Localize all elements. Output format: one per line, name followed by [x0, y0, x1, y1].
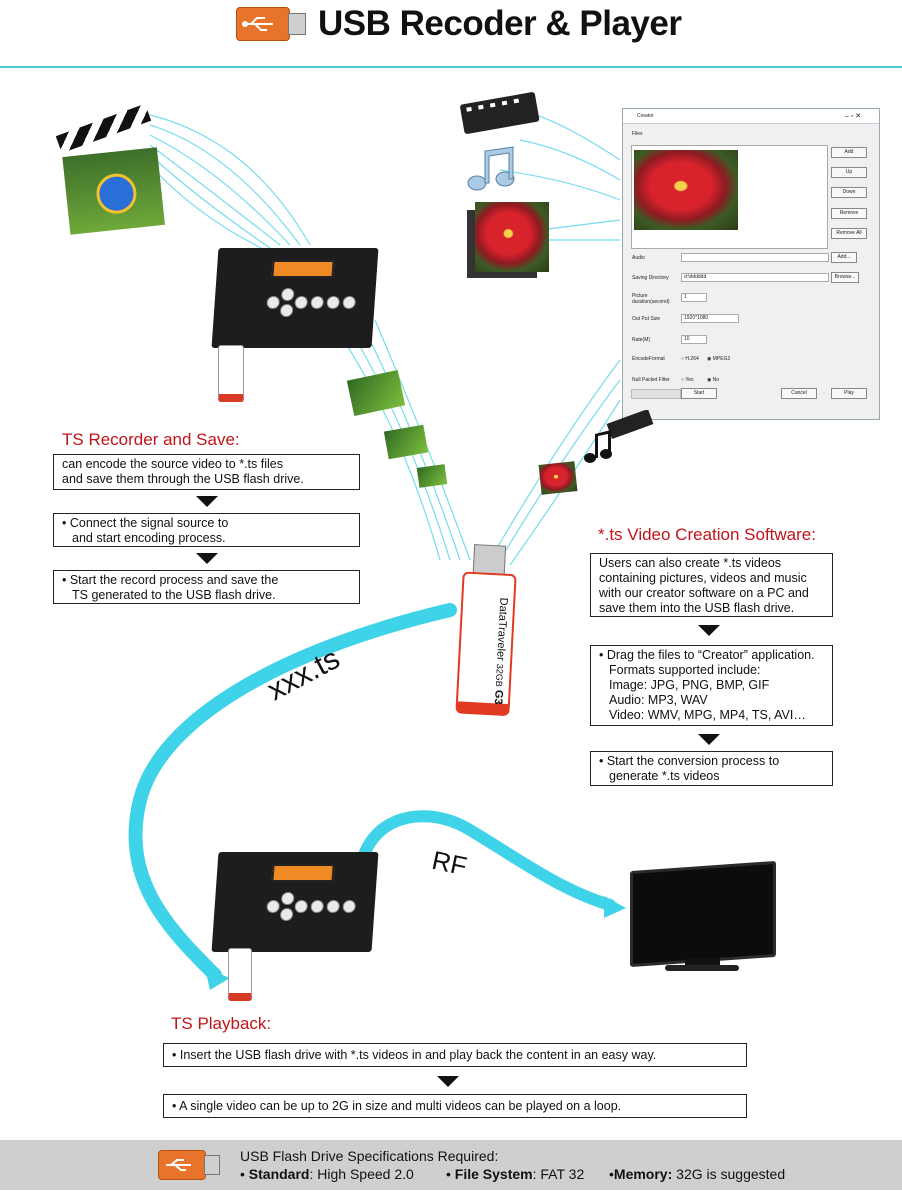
null-packet-label: Null Packet Filter	[632, 377, 670, 383]
encode-format-label: EncodeFormat	[632, 356, 665, 362]
remove-button[interactable]: Remove	[831, 208, 867, 219]
music-note-icon	[467, 146, 515, 191]
clapperboard-image	[55, 103, 165, 235]
film-strip-icon	[460, 92, 540, 134]
picture-duration-label: Picture duration(second)	[632, 293, 670, 305]
arrow-down-icon	[437, 1076, 459, 1087]
arrow-down-icon	[196, 496, 218, 507]
picture-duration-field[interactable]: 1	[681, 293, 707, 302]
header-usb-icon	[236, 7, 290, 41]
music-film-icon-small	[584, 410, 654, 463]
files-list[interactable]	[631, 145, 828, 249]
rate-label: Rate(M)	[632, 337, 651, 343]
creator-title: Creator	[637, 113, 654, 119]
output-size-label: Out Put Size	[632, 316, 661, 322]
browse-button[interactable]: Browse...	[831, 272, 859, 283]
lcd-screen	[271, 260, 335, 278]
creator-window: Creator – ▫ ✕ Files Add Up Down Remove R…	[622, 108, 880, 420]
arrow-down-icon	[698, 625, 720, 636]
photo-stack-image	[467, 200, 552, 280]
output-size-select[interactable]: 1920*1080	[681, 314, 739, 323]
arrow-down-icon	[196, 553, 218, 564]
remove-all-button[interactable]: Remove All	[831, 228, 867, 239]
television-image	[630, 860, 776, 974]
audio-add-button[interactable]: Add...	[831, 252, 857, 263]
playback-step-1: • Insert the USB flash drive with *.ts v…	[163, 1043, 747, 1067]
h264-radio[interactable]: ○ H.264	[681, 356, 699, 362]
audio-field[interactable]	[681, 253, 829, 262]
recorder-title: TS Recorder and Save:	[62, 430, 240, 449]
audio-label: Audio	[632, 255, 645, 261]
window-controls-icon[interactable]: – ▫ ✕	[845, 113, 862, 120]
up-button[interactable]: Up	[831, 167, 867, 178]
software-title: *.ts Video Creation Software:	[598, 525, 816, 544]
null-no-radio[interactable]: ◉ No	[707, 377, 720, 383]
header-usb-plug	[288, 13, 306, 35]
spec-usb-plug	[204, 1155, 220, 1175]
files-label: Files	[632, 131, 643, 137]
null-yes-radio[interactable]: ○ Yes	[681, 377, 694, 383]
spec-file-system: • File System: FAT 32	[446, 1166, 585, 1182]
spec-bar	[0, 1140, 902, 1190]
playback-title: TS Playback:	[171, 1014, 272, 1033]
progress-bar	[631, 389, 681, 399]
usb-stick-top	[218, 345, 244, 402]
software-step-2: • Drag the files to “Creator” applicatio…	[590, 645, 833, 726]
rate-field[interactable]: 10	[681, 335, 707, 344]
usb-brand-label: DataTraveler 32GB G3	[491, 597, 510, 705]
spec-standard: • Standard: High Speed 2.0	[240, 1166, 414, 1182]
cancel-button[interactable]: Cancel	[781, 388, 817, 399]
lcd-screen	[271, 864, 335, 882]
encoder-device-top	[211, 248, 379, 348]
mpeg2-radio[interactable]: ◉ MPEG2	[707, 356, 731, 362]
video-frame-3	[416, 464, 448, 488]
usb-stick-bottom	[228, 948, 252, 1001]
saving-directory-field[interactable]: d:\dddddd	[681, 273, 829, 282]
play-button[interactable]: Play	[831, 388, 867, 399]
spec-heading: USB Flash Drive Specifications Required:	[240, 1148, 499, 1164]
arrow-down-icon	[698, 734, 720, 745]
spec-memory: •Memory: 32G is suggested	[609, 1166, 786, 1182]
start-button[interactable]: Start	[681, 388, 717, 399]
page-title: USB Recoder & Player	[318, 4, 682, 43]
player-device-bottom	[211, 852, 379, 952]
media-frame-right	[538, 461, 578, 495]
down-button[interactable]: Down	[831, 187, 867, 198]
creator-titlebar: Creator – ▫ ✕	[623, 109, 879, 124]
playback-step-2: • A single video can be up to 2G in size…	[163, 1094, 747, 1118]
add-button[interactable]: Add	[831, 147, 867, 158]
saving-directory-label: Saving Directory	[632, 275, 669, 281]
header-divider	[0, 66, 902, 68]
spec-usb-icon	[158, 1150, 206, 1180]
usb-flash-drive: DataTraveler 32GB G3	[455, 544, 524, 717]
recorder-step-1: can encode the source video to *.ts file…	[53, 454, 360, 490]
